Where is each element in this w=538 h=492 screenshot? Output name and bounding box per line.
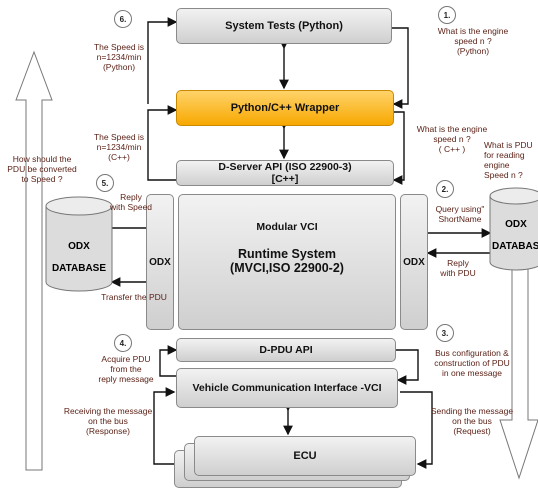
dserver-box: D-Server API (ISO 22900-3) [C++] [176, 160, 394, 186]
note-reply-speed: Reply with Speed [109, 192, 153, 212]
note-step1: What is the engine speed n ? (Python) [437, 26, 509, 56]
vci-label: Vehicle Communication Interface -VCI [192, 382, 382, 394]
step-3-label: 3. [441, 328, 449, 338]
odx-left-box: ODX [146, 194, 174, 330]
left-database-line2: DATABASE [51, 263, 107, 274]
step-4-badge: 4. [114, 334, 132, 352]
system-tests-label: System Tests (Python) [225, 20, 343, 32]
dpdu-api-label: D-PDU API [259, 344, 313, 356]
left-database-label: ODX DATABASE [46, 236, 112, 280]
right-database-line1: ODX [505, 219, 527, 230]
odx-right-label: ODX [403, 256, 425, 268]
note-pdu-question: What is PDU for reading engine Speed n ? [484, 140, 533, 180]
step-5-badge: 5. [96, 174, 114, 192]
big-down-arrow-shape [499, 210, 538, 480]
dserver-label-line2: [C++] [271, 173, 299, 185]
dpdu-api-box: D-PDU API [176, 338, 396, 362]
note-acquire-pdu: Acquire PDU from the reply message [98, 354, 154, 384]
runtime-line2: (MVCI,ISO 22900-2) [230, 261, 344, 275]
ecu-box: ECU [194, 436, 416, 476]
note-speed-cpp: The Speed is n=1234/min (C++) [93, 132, 145, 162]
vci-box: Vehicle Communication Interface -VCI [176, 368, 398, 408]
left-database-cylinder [45, 196, 113, 292]
dserver-label-line1: D-Server API (ISO 22900-3) [218, 161, 352, 173]
step-1-badge: 1. [438, 6, 456, 24]
odx-left-label: ODX [149, 256, 171, 268]
wrapper-box: Python/C++ Wrapper [176, 90, 394, 126]
runtime-line1: Runtime System [238, 247, 336, 261]
right-database-cylinder [489, 187, 538, 271]
note-query-shortname: Query using" ShortName [435, 204, 485, 224]
note-receiving: Receiving the message on the bus (Respon… [63, 406, 153, 436]
note-bus-config: Bus configuration & construction of PDU … [434, 348, 510, 378]
runtime-system-box: Modular VCI Runtime System (MVCI,ISO 229… [178, 194, 396, 330]
odx-right-box: ODX [400, 194, 428, 330]
step-6-label: 6. [119, 14, 127, 24]
step-5-label: 5. [101, 178, 109, 188]
note-speed-python: The Speed is n=1234/min (Python) [93, 42, 145, 72]
step-6-badge: 6. [114, 10, 132, 28]
step-2-badge: 2. [436, 180, 454, 198]
note-sending: Sending the message on the bus (Request) [430, 406, 514, 436]
note-reply-pdu: Reply with PDU [440, 258, 476, 278]
ecu-label: ECU [293, 450, 317, 462]
step-1-label: 1. [443, 10, 451, 20]
step-2-label: 2. [441, 184, 449, 194]
left-database-line1: ODX [68, 241, 90, 252]
right-database-label: ODX DATABASE [490, 214, 538, 258]
modular-vci-label: Modular VCI [256, 221, 318, 233]
step-4-label: 4. [119, 338, 127, 348]
right-database-line2: DATABASE [492, 241, 538, 252]
note-convert-question: How should the PDU be converted to Speed… [7, 154, 77, 184]
wrapper-label: Python/C++ Wrapper [230, 102, 340, 114]
step-3-badge: 3. [436, 324, 454, 342]
big-up-arrow [15, 50, 53, 471]
system-tests-box: System Tests (Python) [176, 8, 392, 44]
note-engine-cpp: What is the engine speed n ? ( C++ ) [416, 124, 488, 154]
note-transfer-pdu: Transfer the PDU [101, 292, 167, 302]
